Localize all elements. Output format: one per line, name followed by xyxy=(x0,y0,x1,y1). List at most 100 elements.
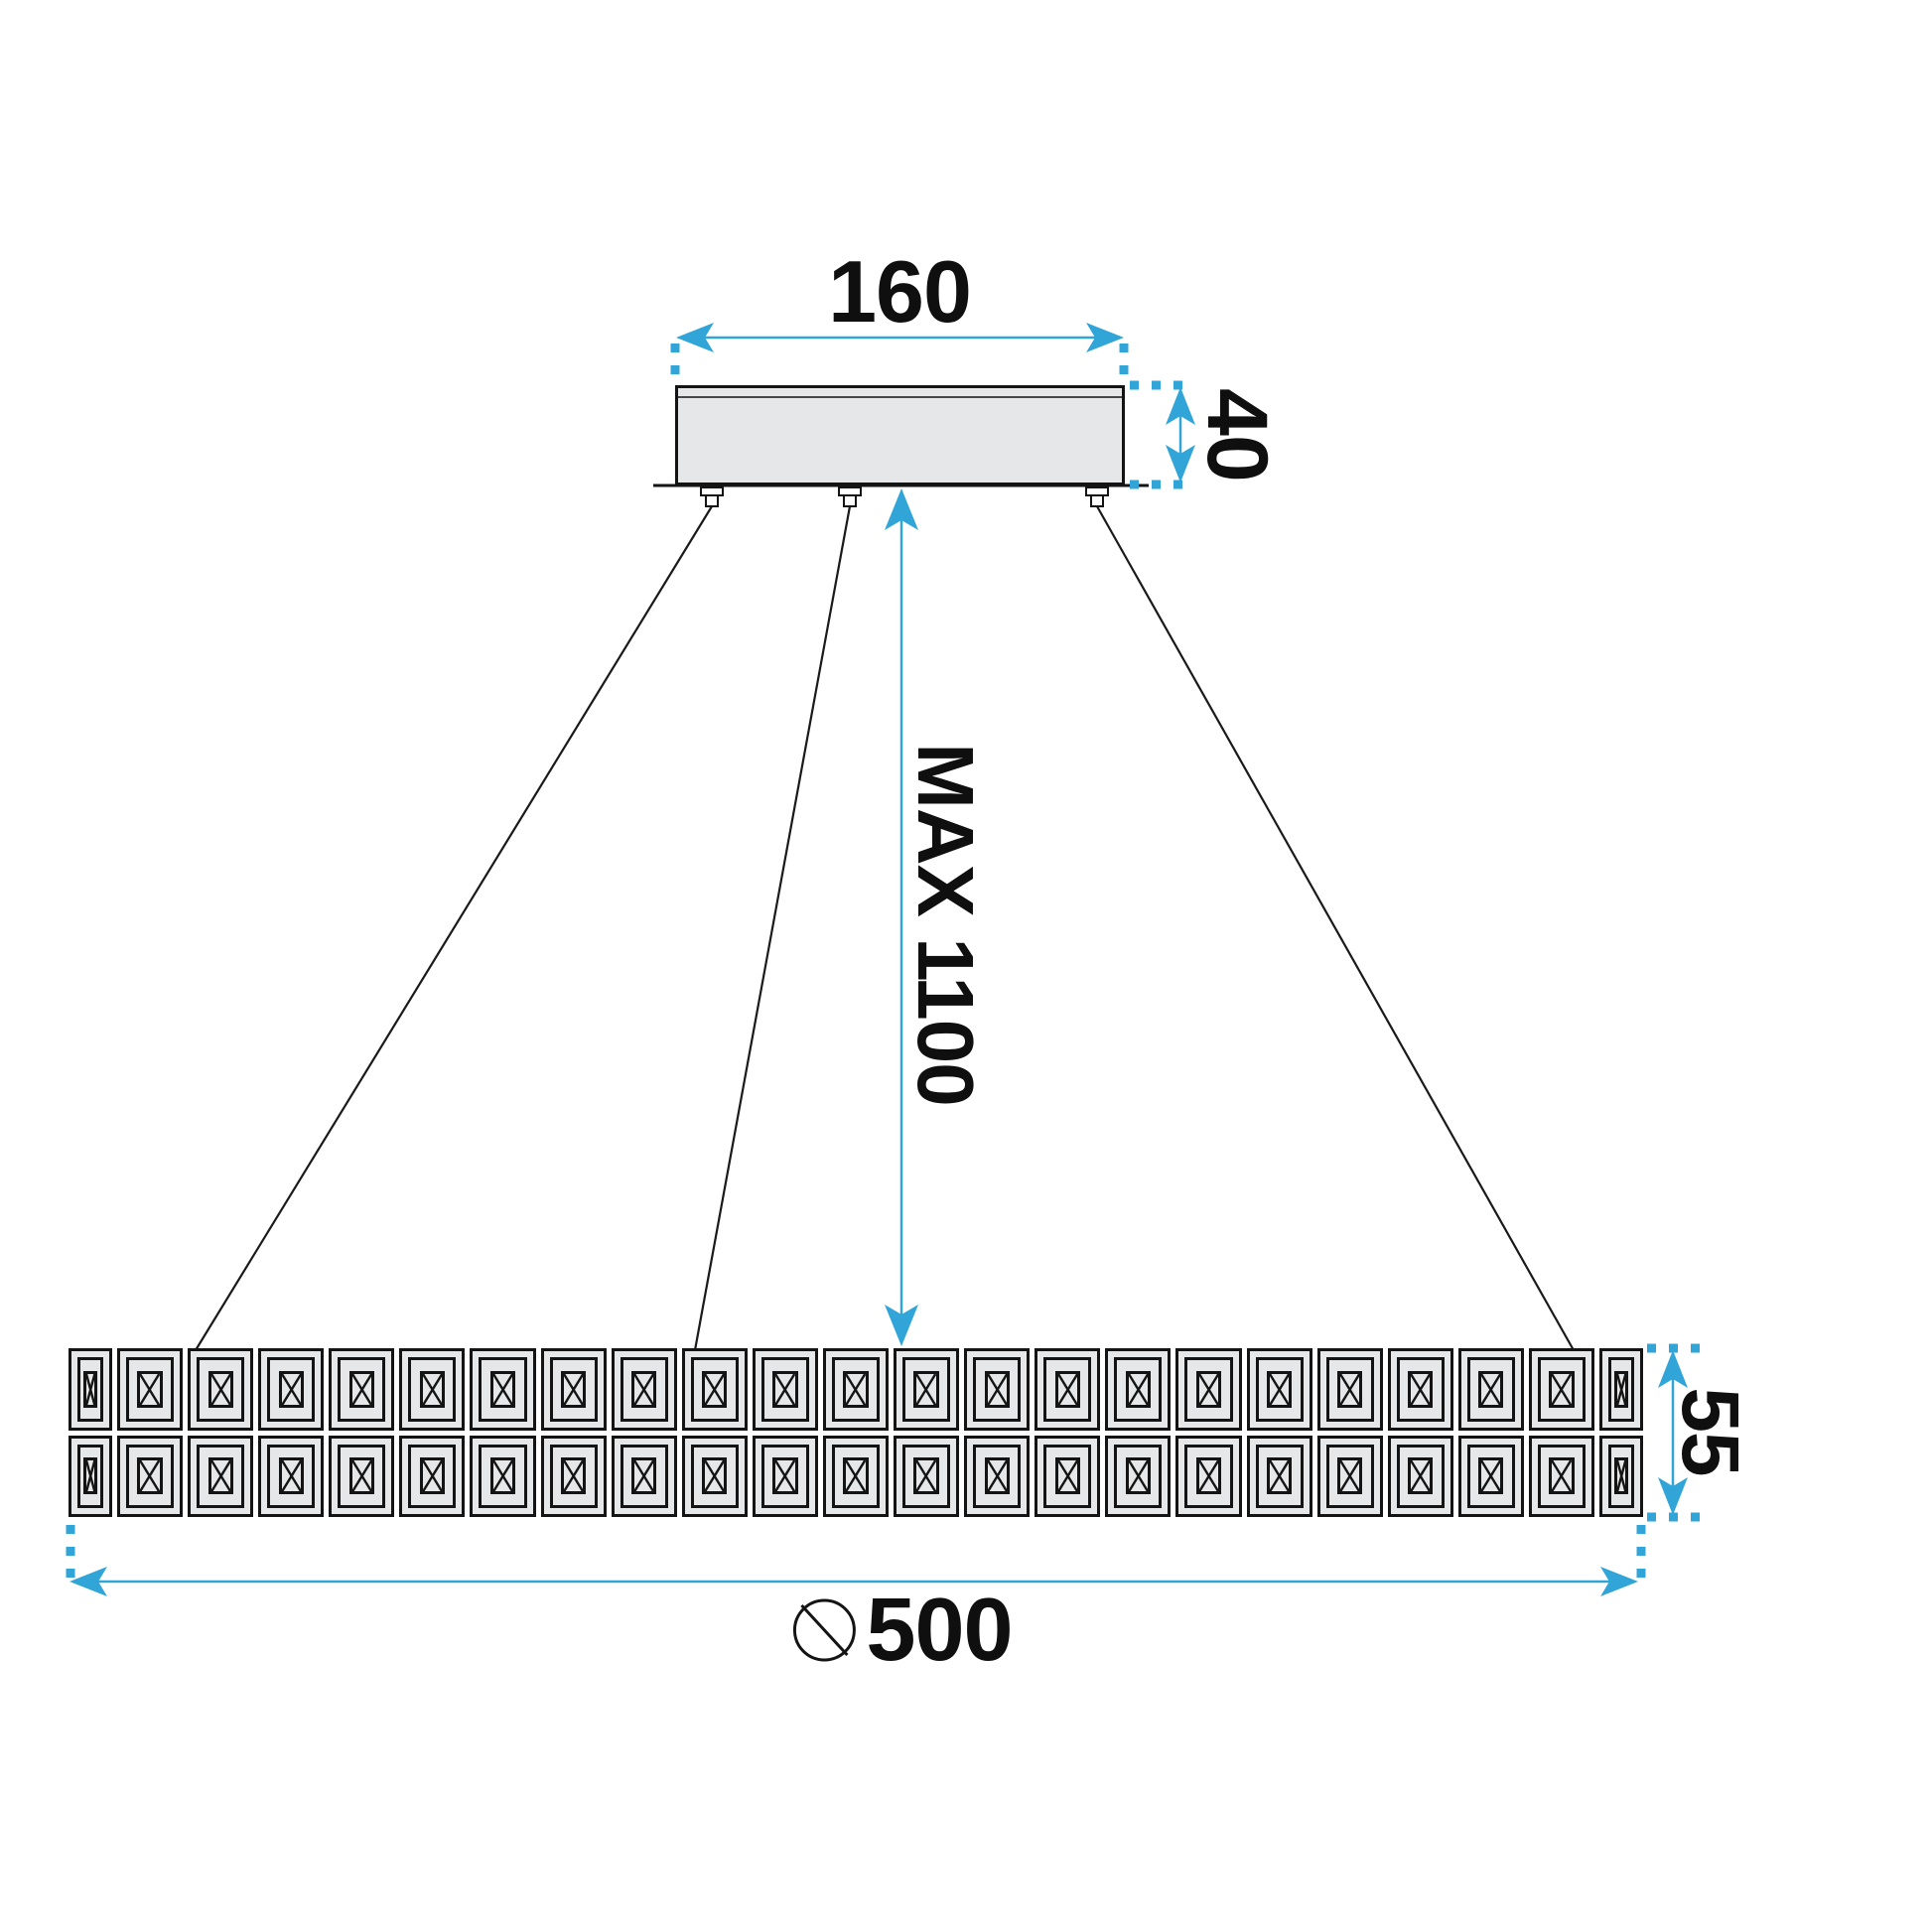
crystal-facet xyxy=(1043,1444,1092,1508)
crystal-facet xyxy=(549,1444,598,1508)
crystal-facet xyxy=(902,1357,951,1422)
dotted-extension-lines xyxy=(66,344,1706,1581)
dim-label-max-drop: MAX 1100 xyxy=(901,743,990,1106)
diameter-symbol-icon xyxy=(792,1598,856,1662)
crystal-facet xyxy=(126,1444,175,1508)
crystal-x-facet xyxy=(560,1457,587,1495)
crystal-x-facet xyxy=(1054,1370,1080,1408)
crystal-cell xyxy=(399,1348,466,1431)
crystal-facet xyxy=(549,1357,598,1422)
crystal-x-facet xyxy=(984,1457,1010,1495)
crystal-facet xyxy=(479,1444,527,1508)
crystal-x-facet xyxy=(1478,1370,1504,1408)
dim-40-arrow xyxy=(1166,387,1195,483)
dim-55-arrow xyxy=(1658,1350,1688,1515)
crystal-facet xyxy=(77,1444,103,1508)
wire-right xyxy=(1096,505,1575,1351)
crystal-facet xyxy=(338,1444,386,1508)
crystal-cell xyxy=(822,1435,890,1517)
dim-max-drop-arrow xyxy=(885,488,918,1346)
crystal-facet xyxy=(1607,1357,1634,1422)
dim-label-band-height: 55 xyxy=(1665,1387,1755,1476)
crystal-band xyxy=(69,1348,1643,1517)
crystal-cell xyxy=(1387,1435,1453,1517)
crystal-x-facet xyxy=(1266,1457,1293,1495)
crystal-facet xyxy=(1537,1444,1586,1508)
crystal-facet xyxy=(267,1444,316,1508)
crystal-cell xyxy=(752,1348,818,1431)
crystal-cell xyxy=(69,1435,112,1517)
crystal-cell xyxy=(1105,1348,1172,1431)
crystal-x-facet xyxy=(1195,1370,1222,1408)
crystal-x-facet xyxy=(137,1370,163,1408)
crystal-x-facet xyxy=(1549,1457,1575,1495)
wire-middle xyxy=(693,505,852,1351)
dim-500-arrow xyxy=(69,1567,1638,1596)
crystal-x-facet xyxy=(1195,1457,1222,1495)
crystal-facet xyxy=(408,1357,457,1422)
crystal-cell xyxy=(1528,1348,1594,1431)
crystal-x-facet xyxy=(278,1370,304,1408)
crystal-x-facet xyxy=(137,1457,163,1495)
crystal-x-facet xyxy=(1125,1457,1151,1495)
crystal-x-facet xyxy=(348,1457,374,1495)
crystal-cell xyxy=(69,1348,112,1431)
crystal-x-facet xyxy=(82,1370,98,1408)
crystal-cell xyxy=(1316,1348,1383,1431)
crystal-facet xyxy=(197,1357,245,1422)
crystal-cell xyxy=(894,1348,960,1431)
crystal-facet xyxy=(1466,1444,1515,1508)
crystal-facet xyxy=(1114,1357,1163,1422)
dim-label-canopy-width: 160 xyxy=(828,242,972,341)
crystal-cell xyxy=(188,1435,254,1517)
crystal-x-facet xyxy=(419,1457,446,1495)
crystal-x-facet xyxy=(1549,1370,1575,1408)
crystal-facet xyxy=(197,1444,245,1508)
crystal-cell xyxy=(681,1348,748,1431)
crystal-facet xyxy=(1184,1357,1233,1422)
suspension-wires xyxy=(195,505,1575,1351)
crystal-cell xyxy=(964,1348,1031,1431)
wire-left xyxy=(195,505,713,1351)
crystal-facet xyxy=(126,1357,175,1422)
crystal-cell xyxy=(117,1435,184,1517)
crystal-facet xyxy=(1607,1444,1634,1508)
connector-stem xyxy=(705,494,719,507)
crystal-cell xyxy=(752,1435,818,1517)
crystal-cell xyxy=(1457,1435,1524,1517)
band-row xyxy=(69,1435,1643,1517)
crystal-facet xyxy=(620,1444,668,1508)
crystal-cell xyxy=(540,1435,607,1517)
crystal-x-facet xyxy=(843,1457,869,1495)
crystal-facet xyxy=(408,1444,457,1508)
crystal-x-facet xyxy=(489,1457,516,1495)
crystal-x-facet xyxy=(1337,1370,1363,1408)
crystal-cell xyxy=(399,1435,466,1517)
crystal-x-facet xyxy=(631,1457,657,1495)
crystal-cell xyxy=(540,1348,607,1431)
crystal-x-facet xyxy=(560,1370,587,1408)
crystal-facet xyxy=(902,1444,951,1508)
crystal-x-facet xyxy=(348,1370,374,1408)
crystal-x-facet xyxy=(772,1457,798,1495)
crystal-facet xyxy=(1255,1444,1304,1508)
crystal-x-facet xyxy=(843,1370,869,1408)
crystal-facet xyxy=(760,1444,809,1508)
connector-stem xyxy=(1090,494,1104,507)
crystal-x-facet xyxy=(1266,1370,1293,1408)
crystal-facet xyxy=(1396,1444,1445,1508)
crystal-cell xyxy=(611,1435,677,1517)
crystal-x-facet xyxy=(82,1457,98,1495)
crystal-x-facet xyxy=(278,1457,304,1495)
crystal-facet xyxy=(267,1357,316,1422)
crystal-facet xyxy=(1396,1357,1445,1422)
crystal-facet xyxy=(1255,1357,1304,1422)
dimension-graphics xyxy=(66,323,1706,1596)
crystal-cell xyxy=(1387,1348,1453,1431)
crystal-x-facet xyxy=(702,1370,728,1408)
crystal-facet xyxy=(1466,1357,1515,1422)
crystal-cell xyxy=(1105,1435,1172,1517)
crystal-facet xyxy=(973,1357,1022,1422)
crystal-facet xyxy=(338,1357,386,1422)
